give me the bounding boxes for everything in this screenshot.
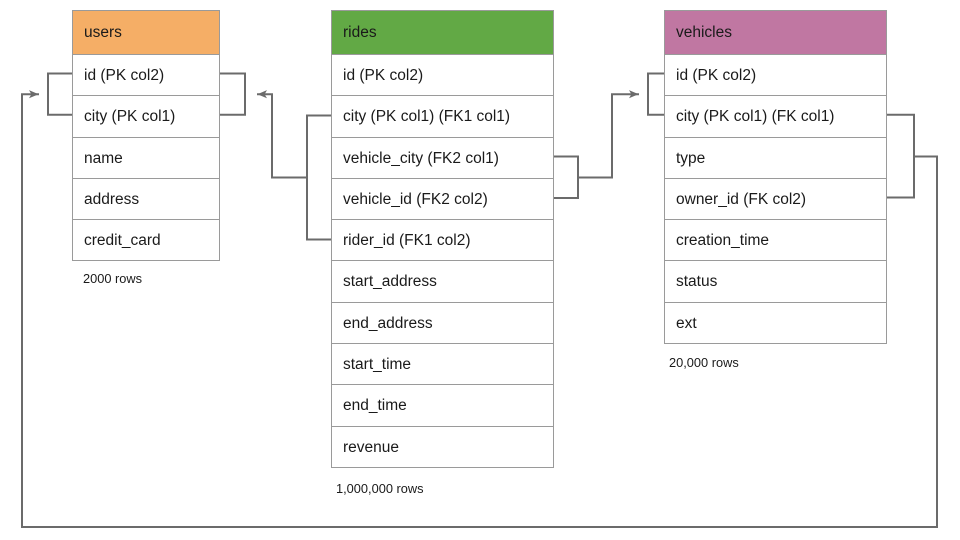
rides-right-bracket [553,155,579,199]
table-vehicles[interactable]: vehicles id (PK col2) city (PK col1) (FK… [664,10,887,345]
table-vehicles-column-type[interactable]: type [665,137,886,179]
table-rides-column-vehicle-city[interactable]: vehicle_city (FK2 col1) [332,137,553,179]
rides-left-bracket [306,114,332,241]
table-users-column-address[interactable]: address [73,178,219,221]
vehicles-right-bracket [886,113,915,199]
table-vehicles-header: vehicles [665,11,886,55]
connector-rides-to-vehicles [577,90,639,179]
table-rides-header: rides [332,11,553,55]
table-rides-column-revenue[interactable]: revenue [332,426,553,468]
table-vehicles-column-city[interactable]: city (PK col1) (FK col1) [665,96,886,138]
table-vehicles-column-creation-time[interactable]: creation_time [665,220,886,262]
table-rides-column-end-time[interactable]: end_time [332,385,553,427]
connector-rides-to-users [257,90,308,179]
table-vehicles-column-ext[interactable]: ext [665,302,886,345]
table-rides-column-city[interactable]: city (PK col1) (FK1 col1) [332,96,553,138]
users-right-bracket [219,72,246,116]
table-vehicles-column-owner-id[interactable]: owner_id (FK col2) [665,178,886,221]
table-users-row-count: 2000 rows [83,271,143,286]
table-rides-column-end-address[interactable]: end_address [332,302,553,345]
table-users-column-city[interactable]: city (PK col1) [73,96,219,138]
table-rides-column-start-address[interactable]: start_address [332,261,553,303]
table-rides-column-id[interactable]: id (PK col2) [332,55,553,97]
table-users-column-credit-card[interactable]: credit_card [73,220,219,262]
table-users[interactable]: users id (PK col2) city (PK col1) name a… [72,10,220,262]
table-rides-row-count: 1,000,000 rows [336,481,424,496]
table-rides-column-start-time[interactable]: start_time [332,344,553,386]
table-vehicles-column-id[interactable]: id (PK col2) [665,55,886,97]
table-users-header: users [73,11,219,55]
table-vehicles-row-count: 20,000 rows [669,355,739,370]
table-rides-column-rider-id[interactable]: rider_id (FK1 col2) [332,220,553,262]
table-vehicles-column-status[interactable]: status [665,261,886,303]
vehicles-left-bracket [647,72,665,116]
table-users-column-id[interactable]: id (PK col2) [73,55,219,97]
table-rides[interactable]: rides id (PK col2) city (PK col1) (FK1 c… [331,10,554,468]
table-rides-column-vehicle-id[interactable]: vehicle_id (FK2 col2) [332,178,553,221]
table-users-column-name[interactable]: name [73,137,219,179]
users-left-bracket [47,72,73,116]
